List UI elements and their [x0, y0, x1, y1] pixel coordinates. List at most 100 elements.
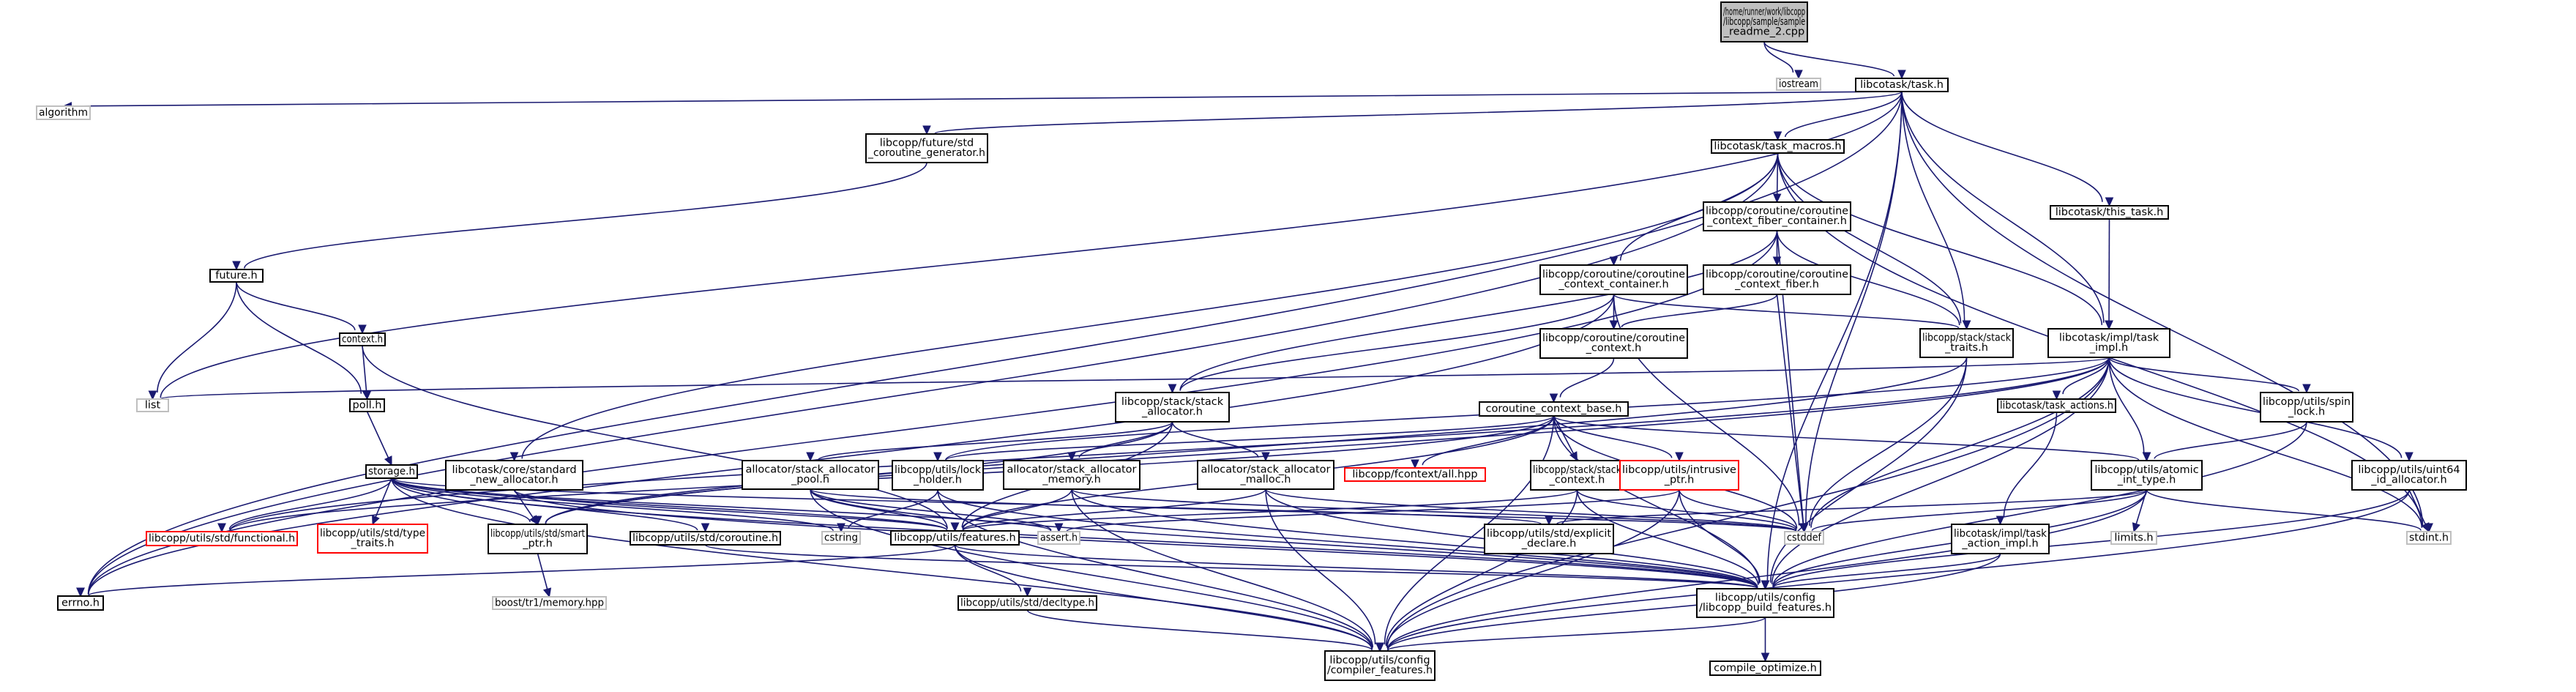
- node-spin_lock[interactable]: libcopp/utils/spin_lock.h: [2260, 392, 2353, 423]
- node-iostream: iostream: [1776, 78, 1821, 91]
- edge-ccc-to-stack_alloc: [1168, 294, 1615, 394]
- node-coro_gen[interactable]: libcopp/future/std_coroutine_generator.h: [865, 133, 988, 163]
- edge-line: [1763, 41, 1895, 77]
- node-box: [1784, 531, 1824, 545]
- node-label: _context.h: [1586, 343, 1642, 354]
- node-box: [492, 596, 607, 610]
- node-coroutine_h[interactable]: libcopp/utils/std/coroutine.h: [630, 531, 781, 546]
- node-task_actions[interactable]: libcotask/task_actions.h: [1997, 398, 2116, 413]
- node-decltype[interactable]: libcopp/utils/std/decltype.h: [957, 595, 1097, 611]
- node-new_alloc[interactable]: libcotask/core/standard_new_allocator.h: [445, 460, 583, 491]
- node-storage[interactable]: storage.h: [365, 464, 418, 479]
- node-label: libcopp/utils/config: [1329, 655, 1430, 666]
- node-action_impl[interactable]: libcotask/impl/task_action_impl.h: [1951, 524, 2050, 554]
- arrowhead-icon: [922, 125, 931, 135]
- node-errno[interactable]: errno.h: [57, 595, 104, 611]
- arrowhead-icon: [362, 390, 371, 401]
- edge-line: [848, 489, 938, 529]
- edge-decltype-to-compiler_features: [1026, 609, 1384, 652]
- node-ctx_base[interactable]: coroutine_context_base.h: [1479, 401, 1629, 417]
- arrowhead-icon: [1772, 256, 1782, 267]
- edge-line: [1553, 415, 1760, 584]
- node-stack_alloc[interactable]: libcopp/stack/stack_allocator.h: [1115, 392, 1230, 423]
- node-stdint: stdint.h: [2406, 531, 2452, 545]
- edge-stack_context-to-features: [950, 489, 1578, 532]
- node-box: [1539, 264, 1688, 295]
- node-sa_malloc[interactable]: allocator/stack_allocator_malloc.h: [1197, 460, 1334, 490]
- node-sa_pool[interactable]: allocator/stack_allocator_pool.h: [742, 460, 879, 490]
- arrowhead-icon: [837, 523, 845, 533]
- edge-spin_lock-to-build_features: [1761, 421, 2307, 590]
- edge-line: [1772, 553, 2001, 589]
- node-poll[interactable]: poll.h: [349, 398, 385, 412]
- node-box: [209, 269, 264, 283]
- node-this_task[interactable]: libcotask/this_task.h: [2050, 205, 2169, 220]
- edge-line: [1810, 357, 2110, 528]
- arrowhead-icon: [2105, 320, 2113, 330]
- arrowhead-icon: [1761, 652, 1770, 663]
- node-compiler_features[interactable]: libcopp/utils/config/compiler_features.h: [1324, 650, 1436, 681]
- node-root[interactable]: /home/runner/work/libcopp/libcopp/sample…: [1720, 1, 1808, 42]
- node-stack_context[interactable]: libcopp/stack/stack_context.h: [1530, 460, 1624, 491]
- edge-atomic_int-to-explicit: [1545, 489, 2148, 526]
- edge-line: [2108, 357, 2403, 458]
- edge-line: [2154, 421, 2307, 459]
- node-type_traits[interactable]: libcopp/utils/std/type_traits.h: [317, 524, 428, 554]
- node-uint64[interactable]: libcopp/utils/uint64_id_allocator.h: [2351, 460, 2467, 491]
- node-lock_holder[interactable]: libcopp/utils/lock_holder.h: [892, 460, 984, 491]
- node-box: [1919, 328, 2014, 358]
- edge-line: [2146, 489, 2422, 532]
- node-coctx[interactable]: libcopp/coroutine/coroutine_context.h: [1539, 328, 1688, 359]
- arrowhead-icon: [2302, 384, 2311, 394]
- node-fcontext[interactable]: libcopp/fcontext/all.hpp: [1344, 467, 1486, 482]
- node-label: compile_optimize.h: [1714, 662, 1817, 674]
- node-box: [821, 531, 861, 545]
- edge-features-to-decltype: [954, 544, 1032, 598]
- edge-line: [88, 544, 956, 597]
- node-explicit[interactable]: libcopp/utils/std/explicit_declare.h: [1484, 524, 1614, 554]
- edge-line: [818, 421, 1173, 461]
- node-sa_memory[interactable]: allocator/stack_allocator_memory.h: [1003, 460, 1140, 490]
- node-label: libcopp/future/std: [880, 138, 974, 149]
- edge-line: [545, 357, 1968, 524]
- node-box: [1619, 460, 1739, 491]
- node-label: context.h: [342, 333, 383, 345]
- node-ccc[interactable]: libcopp/coroutine/coroutine_context_cont…: [1539, 264, 1688, 295]
- node-atomic_int[interactable]: libcopp/utils/atomic_int_type.h: [2091, 460, 2203, 491]
- edge-line: [962, 489, 1578, 532]
- edge-future-to-context: [236, 281, 367, 335]
- node-task_impl[interactable]: libcotask/impl/task_impl.h: [2047, 328, 2170, 358]
- node-label: libcopp/stack/stack: [1121, 396, 1224, 408]
- node-label: _allocator.h: [1141, 406, 1203, 418]
- node-label: _ptr.h: [1664, 475, 1695, 486]
- node-stack_traits[interactable]: libcopp/stack/stack_traits.h: [1919, 328, 2014, 358]
- node-label: libcotask/impl/task: [2059, 332, 2159, 344]
- node-build_features[interactable]: libcopp/utils/config/libcopp_build_featu…: [1696, 588, 1834, 618]
- node-label: libcopp/coroutine/coroutine: [1542, 269, 1685, 280]
- arrowhead-icon: [701, 523, 710, 533]
- edge-line: [1679, 489, 1761, 583]
- node-context[interactable]: context.h: [339, 332, 386, 346]
- node-label: _coroutine_generator.h: [867, 147, 985, 159]
- node-box: [2091, 460, 2203, 491]
- node-task[interactable]: libcotask/task.h: [1855, 78, 1949, 92]
- node-label: poll.h: [353, 399, 382, 411]
- edge-line: [2062, 357, 2110, 395]
- edge-line: [1553, 415, 1673, 458]
- node-task_macros[interactable]: libcotask/task_macros.h: [1711, 139, 1845, 154]
- node-box: [1703, 201, 1851, 231]
- edge-line: [1179, 230, 1778, 391]
- node-future[interactable]: future.h: [209, 269, 264, 283]
- node-features[interactable]: libcopp/utils/features.h: [890, 530, 1020, 546]
- node-ccfc[interactable]: libcopp/coroutine/coroutine_context_fibe…: [1703, 201, 1851, 231]
- node-smart_ptr[interactable]: libcopp/utils/std/smart_ptr.h: [488, 524, 588, 554]
- node-compile_optimize[interactable]: compile_optimize.h: [1709, 661, 1821, 676]
- node-cstddef: cstddef: [1784, 531, 1824, 545]
- node-ccf[interactable]: libcopp/coroutine/coroutine_context_fibe…: [1703, 264, 1851, 295]
- node-box: [2110, 531, 2157, 545]
- arrowhead-icon: [1609, 320, 1619, 330]
- node-intrusive[interactable]: libcopp/utils/intrusive_ptr.h: [1619, 460, 1739, 491]
- edge-line: [521, 152, 1779, 459]
- node-functional[interactable]: libcopp/utils/std/functional.h: [146, 531, 298, 546]
- arrowhead-icon: [806, 452, 815, 462]
